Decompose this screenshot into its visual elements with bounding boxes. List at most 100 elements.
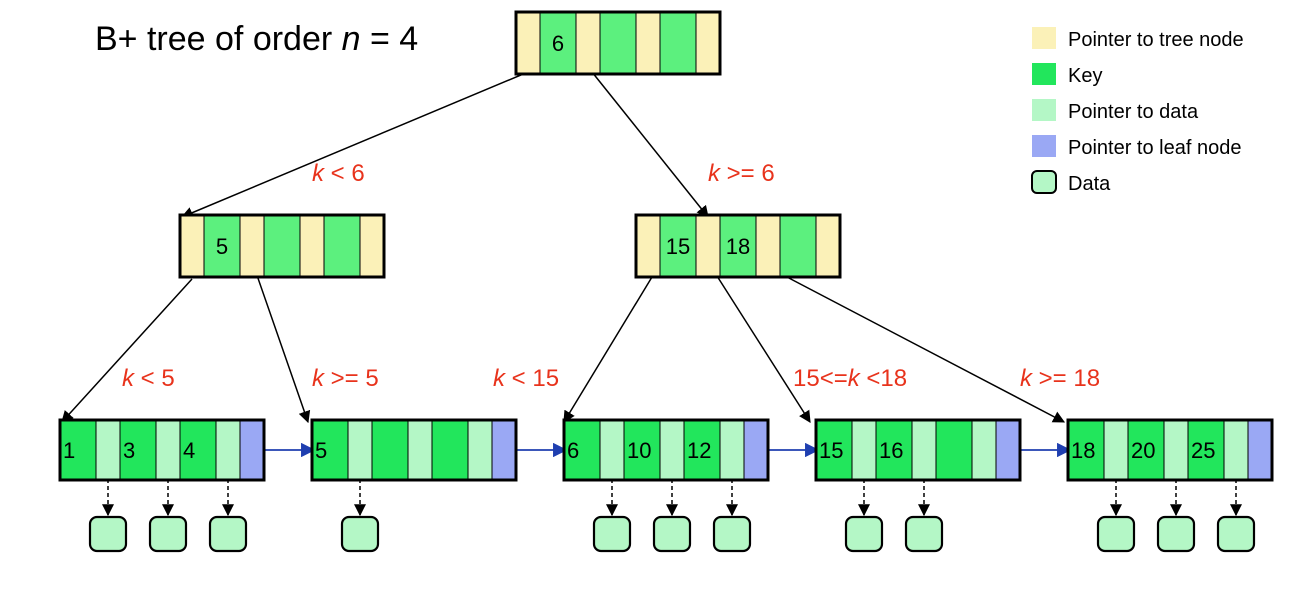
condition-bound: < 15	[505, 365, 559, 392]
condition-left-1: k >= 5	[312, 365, 379, 392]
tree-pointer-cell	[635, 11, 661, 75]
condition-root-left: k < 6	[312, 160, 365, 187]
tree-pointer-cell	[239, 214, 265, 278]
data-pointer-cell	[407, 419, 433, 481]
data-record	[844, 515, 884, 553]
tree-pointer-cell	[179, 214, 205, 278]
condition-bound: >= 18	[1032, 365, 1100, 392]
data-pointer-cell	[215, 419, 241, 481]
data-pointer-cell	[599, 419, 625, 481]
tree-pointer-cell	[695, 214, 721, 278]
internal-node-left: 5	[178, 213, 386, 279]
data-record	[1096, 515, 1136, 553]
node-outline	[1066, 418, 1274, 482]
condition-right-0: k < 15	[493, 365, 559, 392]
legend-label: Key	[1068, 65, 1102, 87]
data-record	[904, 515, 944, 553]
tree-pointer-cell	[695, 11, 721, 75]
legend-item: Data	[1031, 170, 1111, 195]
child-pointer-arrow	[180, 71, 529, 219]
data-pointer-cell	[851, 419, 877, 481]
leaf-pointer-swatch	[1032, 135, 1056, 157]
key-cell	[263, 214, 301, 278]
key-cell	[599, 11, 637, 75]
legend-label: Pointer to data	[1068, 101, 1199, 123]
data-record	[208, 515, 248, 553]
condition-bound: <18	[860, 365, 907, 392]
key-label: 18	[726, 234, 750, 259]
key-cell	[875, 419, 913, 481]
tree-pointer-cell	[755, 214, 781, 278]
key-label: 1	[63, 438, 75, 463]
legend-label: Data	[1068, 173, 1111, 195]
data-pointer-swatch	[1032, 99, 1056, 121]
condition-variable: k	[312, 160, 326, 187]
node-outline	[634, 213, 842, 279]
key-cell	[659, 214, 697, 278]
data-swatch	[1031, 170, 1057, 194]
data-pointer-cell	[1223, 419, 1249, 481]
key-label: 15	[666, 234, 690, 259]
key-cell	[1187, 419, 1225, 481]
node-outline	[58, 418, 266, 482]
leaf-pointer-cell	[743, 419, 769, 481]
key-cell	[1127, 419, 1165, 481]
data-pointer-cell	[971, 419, 997, 481]
condition-bound: < 6	[324, 160, 365, 187]
tree-pointer-cell	[815, 214, 841, 278]
key-label: 6	[567, 438, 579, 463]
node-outline	[178, 213, 386, 279]
data-record	[712, 515, 752, 553]
key-label: 15	[819, 438, 843, 463]
tree-pointer-cell	[299, 214, 325, 278]
child-pointer-arrow	[563, 276, 653, 424]
data-record	[652, 515, 692, 553]
legend-label: Pointer to leaf node	[1068, 137, 1241, 159]
data-pointer-cell	[467, 419, 493, 481]
data-record	[340, 515, 380, 553]
data-record	[592, 515, 632, 553]
legend-item: Key	[1032, 63, 1102, 87]
leaf-node-leaf3: 6 10 12	[562, 418, 770, 482]
data-record	[1216, 515, 1256, 553]
condition-variable: k	[312, 365, 326, 392]
condition-variable: k	[708, 160, 722, 187]
key-label: 25	[1191, 438, 1215, 463]
key-label: 16	[879, 438, 903, 463]
key-cell	[935, 419, 973, 481]
key-label: 20	[1131, 438, 1155, 463]
diagram-title: B+ tree of order n = 4	[95, 20, 418, 58]
tree-pointer-swatch	[1032, 27, 1056, 49]
node-outline	[562, 418, 770, 482]
tree-pointer-cell	[575, 11, 601, 75]
condition-root-right: k >= 6	[708, 160, 775, 187]
key-label: 12	[687, 438, 711, 463]
child-pointer-arrow	[583, 61, 709, 218]
condition-variable: k	[848, 365, 862, 392]
data-pointer-cell	[95, 419, 121, 481]
key-label: 5	[315, 438, 327, 463]
key-cell	[119, 419, 157, 481]
condition-bound: < 5	[134, 365, 175, 392]
key-label: 10	[627, 438, 651, 463]
data-pointer-cell	[659, 419, 685, 481]
key-label: 3	[123, 438, 135, 463]
legend-label: Pointer to tree node	[1068, 29, 1244, 51]
data-record	[1156, 515, 1196, 553]
key-cell	[323, 214, 361, 278]
key-cell	[179, 419, 217, 481]
key-cell	[371, 419, 409, 481]
condition-right-2: k >= 18	[1020, 365, 1100, 392]
condition-right-1: 15<=k <18	[793, 365, 907, 392]
node-outline	[814, 418, 1022, 482]
key-swatch	[1032, 63, 1056, 85]
tree-pointer-cell	[515, 11, 541, 75]
condition-variable: k	[122, 365, 136, 392]
data-pointer-cell	[911, 419, 937, 481]
child-pointer-arrow	[251, 260, 311, 424]
child-pointer-arrow	[61, 278, 193, 423]
legend-item: Pointer to data	[1032, 99, 1199, 123]
